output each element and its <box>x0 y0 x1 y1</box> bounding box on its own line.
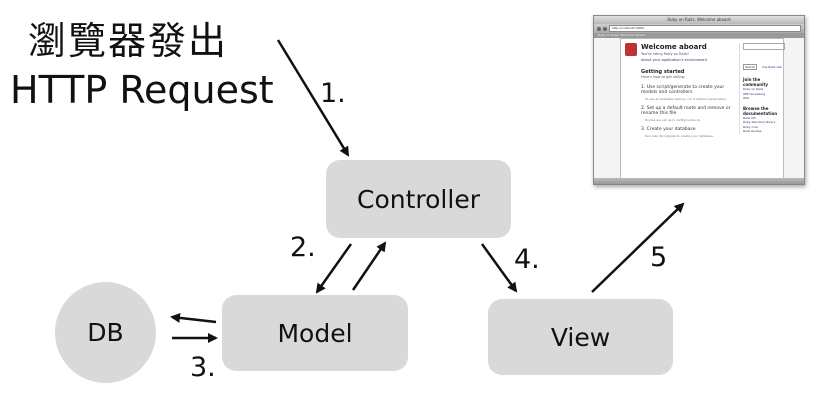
getting-started-note: Run rake db:migrate to create your datab… <box>645 134 714 138</box>
step-4-label: 4. <box>514 244 540 275</box>
sidebar-link: Ruby on Rails <box>743 87 764 91</box>
arrow-model-to-db <box>170 312 217 324</box>
view-node: View <box>488 299 673 375</box>
getting-started-subtitle: Here's how to get rolling: <box>641 75 686 79</box>
browser-screenshot: Ruby on Rails: Welcome aboard http://loc… <box>593 15 805 185</box>
controller-label: Controller <box>357 184 480 214</box>
getting-started-note: To see all available options, run it wit… <box>645 97 727 101</box>
step-2-label: 2. <box>290 232 316 263</box>
sidebar-link: Ruby core <box>743 124 758 129</box>
environment-link: About your application's environment <box>641 58 707 62</box>
getting-started-step: 1. Use script/generate to create your mo… <box>641 85 725 95</box>
browser-page: Welcome aboard You're riding Ruby on Rai… <box>620 38 785 180</box>
getting-started-step: 2. Set up a default route and remove or … <box>641 106 731 116</box>
step-5-label: 5 <box>650 242 668 273</box>
model-node: Model <box>222 295 408 371</box>
title-line-2: HTTP Request <box>10 68 274 112</box>
arrow-view-to-browser <box>591 202 685 293</box>
sidebar-link: Rails Guides <box>743 129 762 133</box>
db-node: DB <box>55 282 156 383</box>
db-label: DB <box>87 318 124 347</box>
step-1-label: 1. <box>320 78 346 109</box>
arrow-controller-to-view <box>480 243 518 293</box>
getting-started-note: Routes are set up in config/routes.rb. <box>645 118 701 122</box>
getting-started-title: Getting started <box>641 69 685 75</box>
browser-tab: Ruby on Rails: Welcome aboard <box>594 33 804 38</box>
rails-logo-icon <box>625 43 637 56</box>
title-line-1: 瀏覽器發出 <box>28 19 229 63</box>
page-sidebar: Search the Rails site Join the community… <box>739 43 785 134</box>
back-icon <box>597 26 601 31</box>
sidebar-link: Wiki <box>743 96 750 100</box>
welcome-title: Welcome aboard <box>641 43 707 51</box>
browser-titlebar: Ruby on Rails: Welcome aboard <box>594 16 804 24</box>
sidebar-heading: Join the community <box>743 77 769 87</box>
arrow-controller-to-model <box>315 243 353 294</box>
browser-url-field: http://localhost:3000/ <box>609 25 801 32</box>
sidebar-link: Official weblog <box>743 91 766 96</box>
sidebar-search-label: the Rails site <box>762 65 782 69</box>
browser-toolbar: http://localhost:3000/ <box>594 24 804 33</box>
forward-icon <box>603 26 607 31</box>
sidebar-link: Ruby standard library <box>743 120 776 124</box>
view-label: View <box>550 322 611 352</box>
browser-statusbar <box>594 178 804 184</box>
sidebar-search-input <box>743 43 785 50</box>
model-label: Model <box>277 318 353 348</box>
getting-started-step: 3. Create your database <box>641 127 696 132</box>
welcome-subtitle: You're riding Ruby on Rails! <box>641 52 689 56</box>
arrow-request-to-controller <box>276 39 350 157</box>
sidebar-heading: Browse the documentation <box>743 105 778 116</box>
controller-node: Controller <box>326 160 511 238</box>
sidebar-search-button: Search <box>743 64 758 70</box>
arrow-model-to-controller <box>351 241 387 291</box>
step-3-label: 3. <box>190 352 216 383</box>
sidebar-link: Rails API <box>743 115 756 120</box>
